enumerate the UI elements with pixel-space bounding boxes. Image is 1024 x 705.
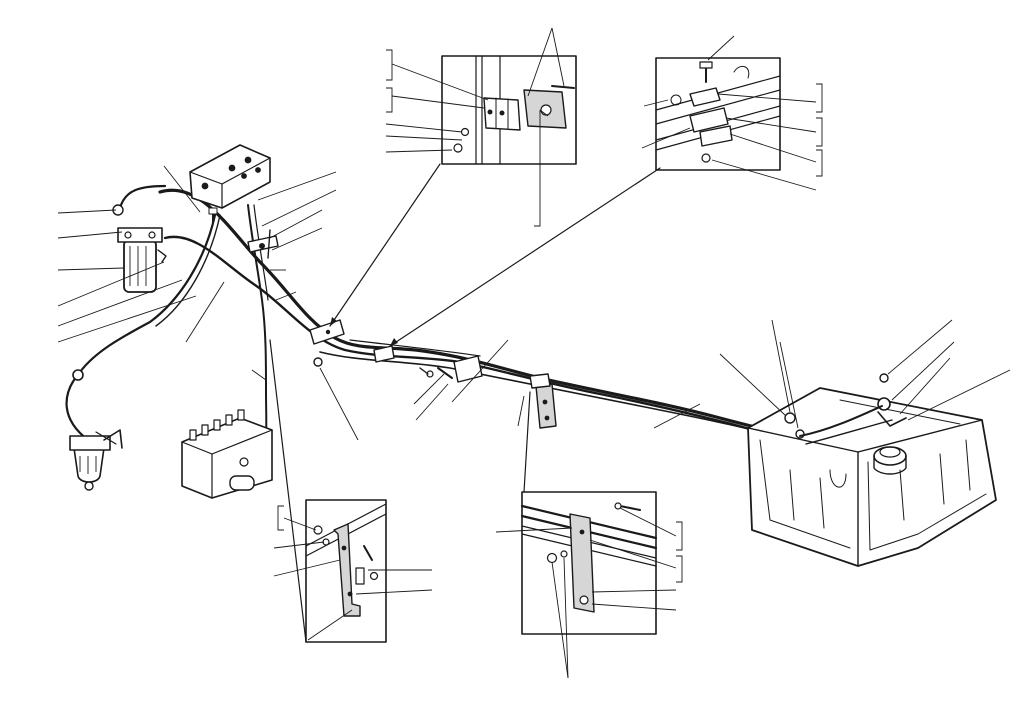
line-clip-mid — [419, 355, 483, 383]
callout-leaders-tank — [719, 319, 1011, 429]
callout-leaders-inset-bottom-left — [273, 505, 433, 641]
line-clip-center-left — [309, 319, 345, 345]
fuel-tank — [747, 387, 997, 567]
tank-filler-cap — [873, 446, 907, 475]
injection-pump — [181, 409, 273, 499]
primary-fuel-filter — [112, 204, 167, 293]
pump-outlets — [189, 409, 245, 441]
inset-leader-arrows — [269, 163, 661, 643]
callout-leaders-inset-top-right — [641, 35, 823, 191]
line-clip-bracket-down — [529, 373, 557, 429]
callout-leaders-left — [57, 165, 225, 343]
filter-head-block — [189, 144, 271, 209]
detail-inset-bottom-left — [305, 499, 387, 643]
pipe-clamp-upper — [247, 229, 279, 259]
callout-leaders-inset-top-center — [385, 27, 565, 227]
callout-leaders-inset-bottom-center — [495, 507, 683, 679]
line-clip-center — [373, 345, 395, 363]
detail-inset-top-center — [441, 55, 577, 165]
tank-lines — [799, 405, 893, 445]
detail-inset-bottom-center — [520, 491, 658, 635]
line-union — [72, 369, 84, 381]
line-end-fitting — [313, 357, 323, 367]
detail-inset-top-right — [655, 57, 781, 171]
return-fuel-line — [65, 184, 221, 442]
callout-leaders-pump — [251, 171, 701, 441]
bleed-screw — [208, 207, 218, 223]
sediment-filter — [69, 429, 123, 491]
